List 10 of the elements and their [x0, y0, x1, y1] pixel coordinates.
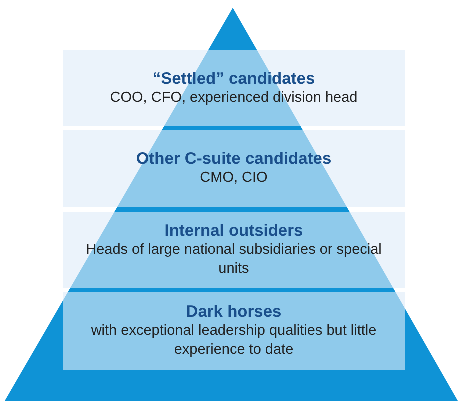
tier-description: CMO, CIO [200, 169, 268, 188]
tier-description: Heads of large national subsidiaries or special units [85, 241, 383, 279]
pyramid-tier [63, 130, 405, 207]
tier-heading: Dark horses [186, 302, 282, 322]
pyramid-tier [63, 50, 405, 126]
pyramid-tier [63, 292, 405, 370]
pyramid-tier [63, 212, 405, 288]
tier-description: COO, CFO, experienced division head [110, 88, 358, 108]
tier-description: with exceptional leadership qualities but little experience to date [90, 322, 378, 360]
tier-heading: Internal outsiders [164, 221, 304, 241]
